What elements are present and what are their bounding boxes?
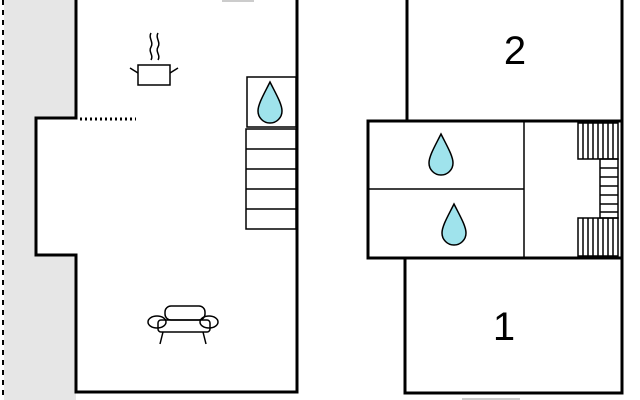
water-drop-icon: [428, 132, 454, 176]
left-staircase: [245, 128, 297, 230]
right-unit: 2 1: [366, 0, 624, 395]
sofa-icon: [147, 305, 219, 345]
water-drop-icon: [441, 202, 467, 246]
room-label-1: 1: [493, 305, 515, 349]
left-bathroom: [246, 76, 297, 128]
right-staircase: [577, 122, 619, 257]
room-label-2: 2: [504, 29, 526, 73]
left-unit: [34, 0, 299, 394]
cooking-pot-icon: [129, 32, 179, 86]
room-1-outline: [403, 258, 624, 395]
left-unit-outline: [34, 0, 299, 394]
water-drop-icon: [257, 80, 283, 124]
